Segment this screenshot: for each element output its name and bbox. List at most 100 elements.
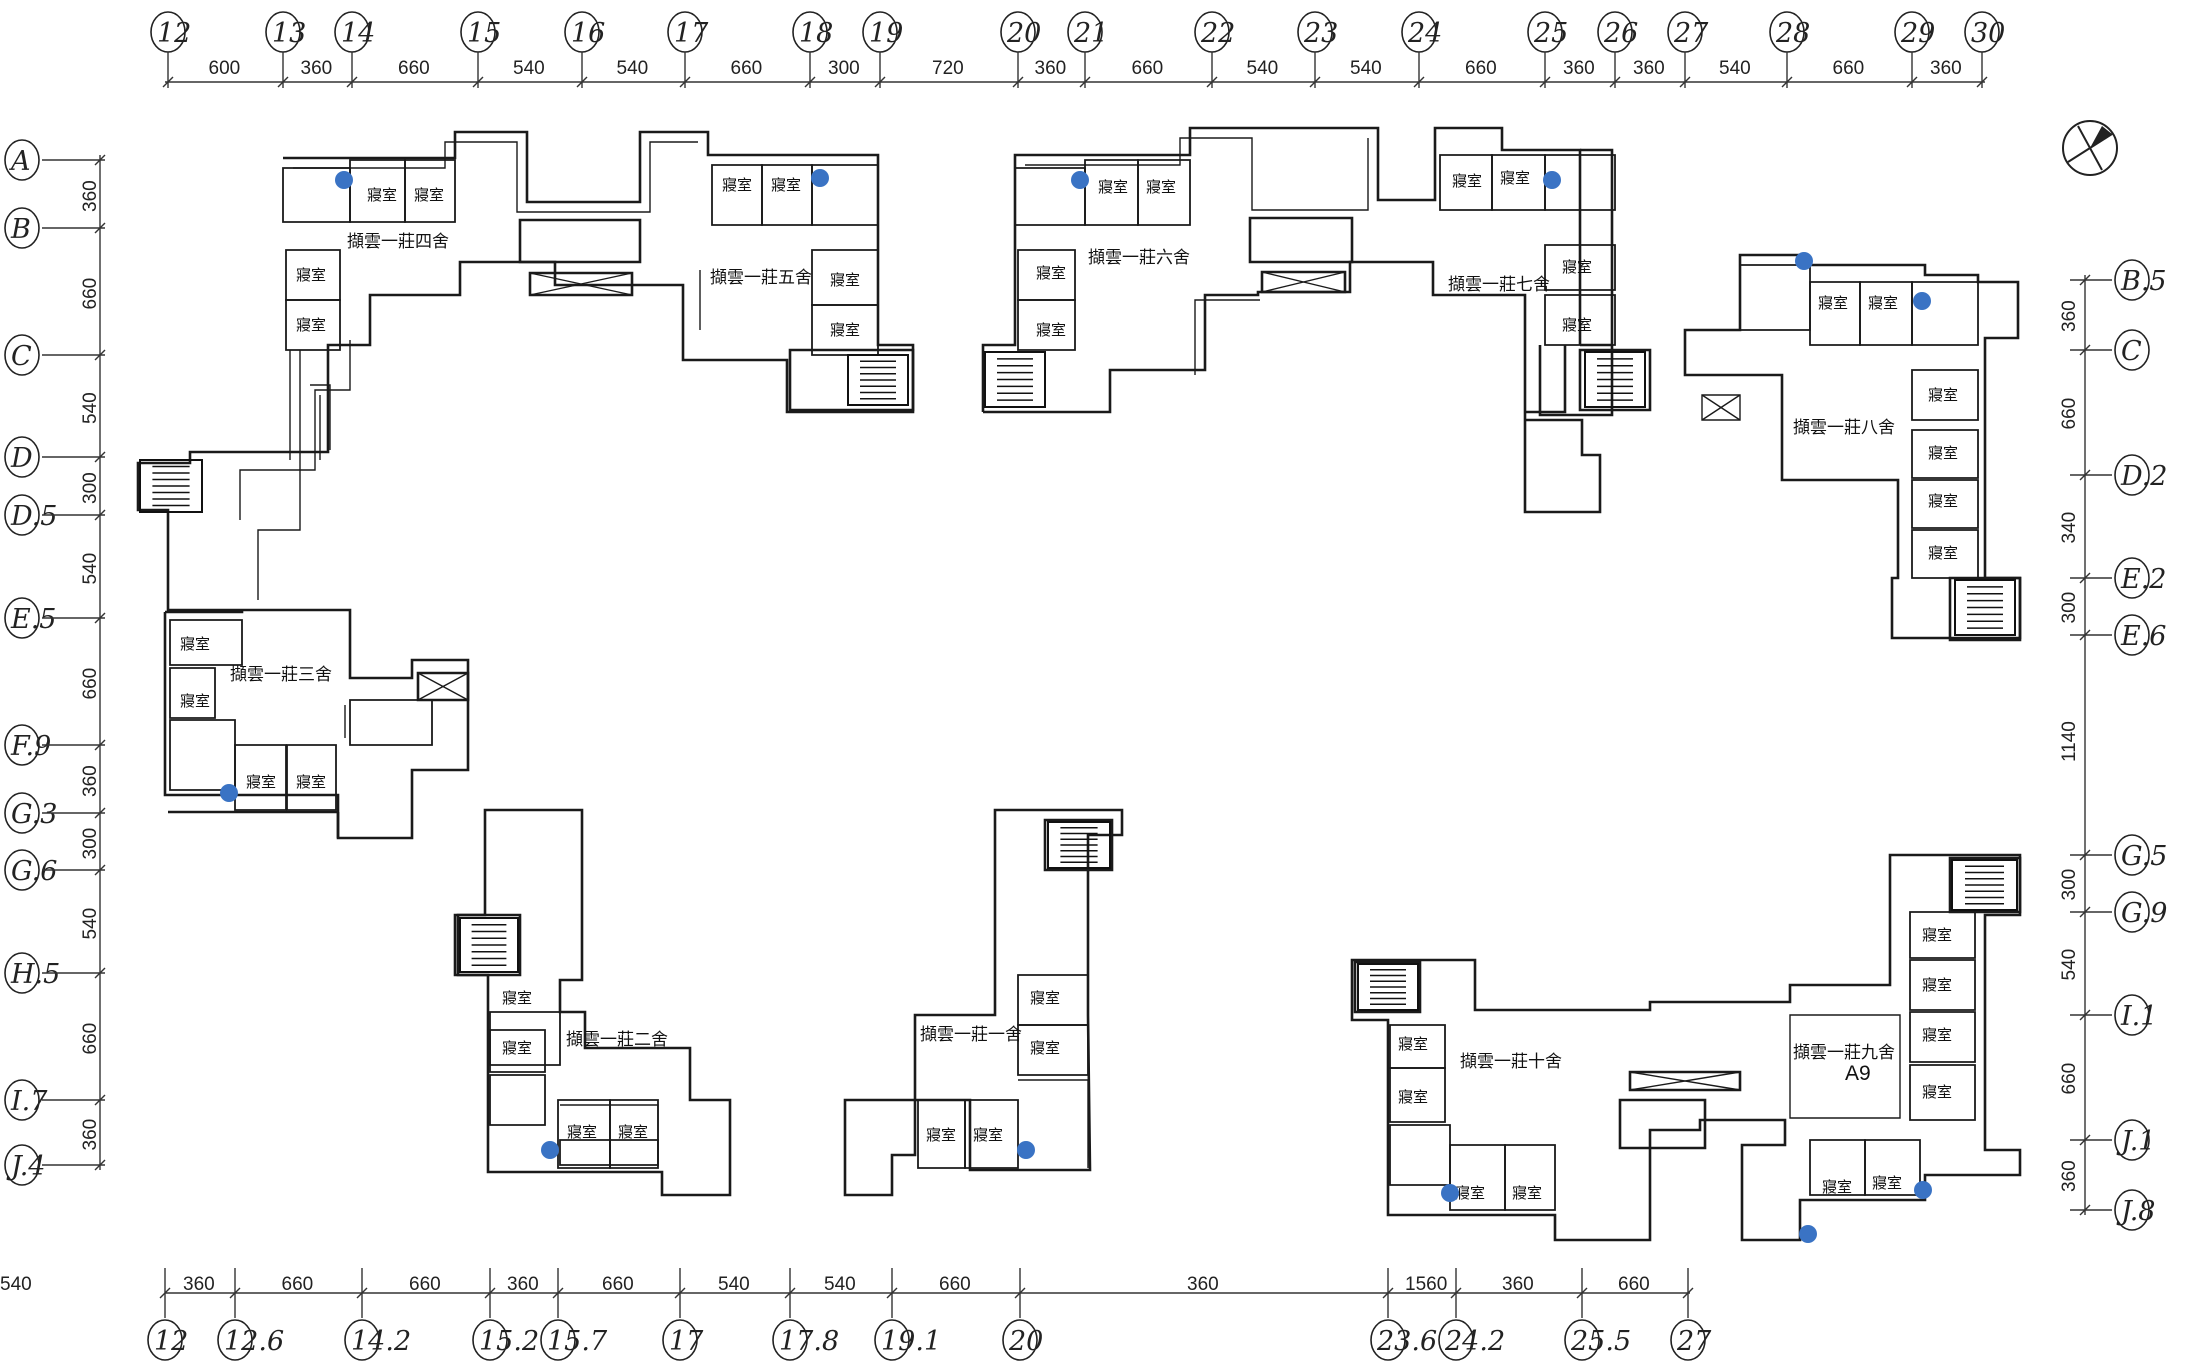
grid-bubble-bottom: 15.7 — [540, 1319, 608, 1361]
grid-bubble-bottom: 17 — [662, 1319, 704, 1361]
svg-text:17.8: 17.8 — [779, 1326, 839, 1357]
room-label: 寢室 — [1922, 1026, 1952, 1044]
dim-label-bottom: 360 — [507, 1274, 539, 1295]
svg-text:E.5: E.5 — [10, 604, 56, 635]
dim-label-right: 300 — [2059, 869, 2080, 901]
grid-bubble-bottom: 24.2 — [1438, 1319, 1505, 1361]
grid-bubble-left: C — [4, 334, 40, 376]
svg-text:15.7: 15.7 — [547, 1326, 608, 1357]
room-label: 寢室 — [1030, 1039, 1060, 1057]
dim-label-top: 660 — [398, 58, 430, 79]
room-label: 寢室 — [1036, 264, 1066, 282]
room-label: 寢室 — [367, 186, 397, 204]
dim-label-top: 660 — [731, 58, 763, 79]
room-label: 寢室 — [1398, 1035, 1428, 1053]
building-walls — [136, 126, 2022, 1242]
unit-label-5: 擷雲一莊五舍 — [710, 268, 812, 288]
grid-bubble-bottom: 20 — [1002, 1319, 1043, 1361]
room-label: 寢室 — [1928, 386, 1958, 404]
svg-text:A: A — [8, 146, 31, 177]
grid-bubble-right: I.1 — [2114, 994, 2157, 1036]
svg-text:23: 23 — [1303, 18, 1338, 49]
grid-bubble-bottom: 27 — [1670, 1319, 1712, 1361]
grid-bubble-left: D — [4, 436, 40, 478]
dim-label-bottom: 540 — [824, 1274, 856, 1295]
dim-label-left: 540 — [80, 553, 101, 585]
room-label: 寢室 — [722, 176, 752, 194]
grid-bubble-left: E.5 — [4, 597, 56, 639]
dim-label-bottom: 660 — [282, 1274, 314, 1295]
unit-label-10: 擷雲一莊十舍 — [1460, 1052, 1562, 1072]
grid-bubble-top: 23 — [1297, 11, 1338, 53]
room-label: 寢室 — [1398, 1088, 1428, 1106]
svg-text:27: 27 — [1676, 1326, 1712, 1357]
dim-label-left: 660 — [80, 278, 101, 310]
room-label: 寢室 — [1922, 926, 1952, 944]
room-label: 寢室 — [1562, 258, 1592, 276]
room-label: 寢室 — [1500, 169, 1530, 187]
stair-icon — [1584, 351, 1646, 408]
unit-label-6: 擷雲一莊六舍 — [1088, 248, 1190, 268]
svg-text:D.5: D.5 — [10, 501, 57, 532]
grid-bubble-top: 29 — [1894, 11, 1935, 53]
dim-label-bottom: 540 — [0, 1274, 32, 1295]
svg-text:I.7: I.7 — [10, 1086, 48, 1117]
marker-dot-icon — [1543, 171, 1561, 189]
dim-label-bottom: 360 — [183, 1274, 215, 1295]
svg-text:13: 13 — [272, 18, 306, 49]
dim-label-bottom: 660 — [409, 1274, 441, 1295]
svg-text:16: 16 — [571, 18, 605, 49]
room-label: 寢室 — [1098, 178, 1128, 196]
room-label: 寢室 — [1928, 444, 1958, 462]
svg-text:F.9: F.9 — [10, 731, 51, 762]
dim-label-left: 300 — [80, 828, 101, 860]
grid-bubble-top: 30 — [1964, 11, 2005, 53]
grid-bubble-top: 13 — [265, 11, 306, 53]
svg-text:G.5: G.5 — [2121, 841, 2167, 872]
dim-label-left: 360 — [80, 765, 101, 797]
svg-text:27: 27 — [1673, 18, 1709, 49]
grid-bubble-top: 24 — [1401, 11, 1442, 53]
grid-bubble-bottom: 12 — [147, 1319, 188, 1361]
room-label: 寢室 — [180, 635, 210, 653]
grid-bubble-top: 14 — [334, 11, 375, 53]
dim-label-top: 540 — [513, 58, 545, 79]
svg-text:C: C — [2121, 336, 2142, 367]
room-label: 寢室 — [830, 321, 860, 339]
marker-dot-icon — [220, 784, 238, 802]
svg-text:30: 30 — [1971, 18, 2005, 49]
svg-text:23.6: 23.6 — [1376, 1326, 1437, 1357]
grid-bubble-top: 22 — [1194, 11, 1235, 53]
north-arrow-icon — [2062, 120, 2118, 176]
marker-dot-icon — [1795, 252, 1813, 270]
room-label: 寢室 — [771, 176, 801, 194]
svg-text:19.1: 19.1 — [881, 1326, 941, 1357]
dim-label-top: 540 — [1350, 58, 1382, 79]
grid-bubble-left: B — [4, 207, 40, 249]
room-label: 寢室 — [502, 1039, 532, 1057]
grid-bubble-right: E.2 — [2114, 557, 2166, 599]
room-label: 寢室 — [1928, 544, 1958, 562]
dim-label-right: 660 — [2059, 1063, 2080, 1095]
grid-bubble-top: 27 — [1667, 11, 1709, 53]
grid-bubble-top: 20 — [1000, 11, 1041, 53]
room-label: 寢室 — [1562, 316, 1592, 334]
room-label: 寢室 — [1146, 178, 1176, 196]
svg-text:C: C — [11, 341, 32, 372]
svg-text:18: 18 — [799, 18, 833, 49]
dim-label-top: 300 — [828, 58, 860, 79]
room-label: 寢室 — [296, 316, 326, 334]
grid-bubble-top: 21 — [1067, 11, 1108, 53]
dim-label-left: 540 — [80, 908, 101, 940]
svg-text:25: 25 — [1533, 18, 1568, 49]
stair-icon — [1954, 579, 2016, 636]
svg-text:12: 12 — [157, 18, 191, 49]
room-label: 寢室 — [1512, 1184, 1542, 1202]
unit-label-3: 擷雲一莊三舍 — [230, 665, 332, 685]
unit-label-1: 擷雲一莊一舍 — [920, 1025, 1022, 1045]
grid-bubble-top: 16 — [564, 11, 605, 53]
stair-icon — [984, 351, 1046, 408]
svg-text:D: D — [10, 443, 33, 474]
grid-bubble-top: 12 — [150, 11, 191, 53]
